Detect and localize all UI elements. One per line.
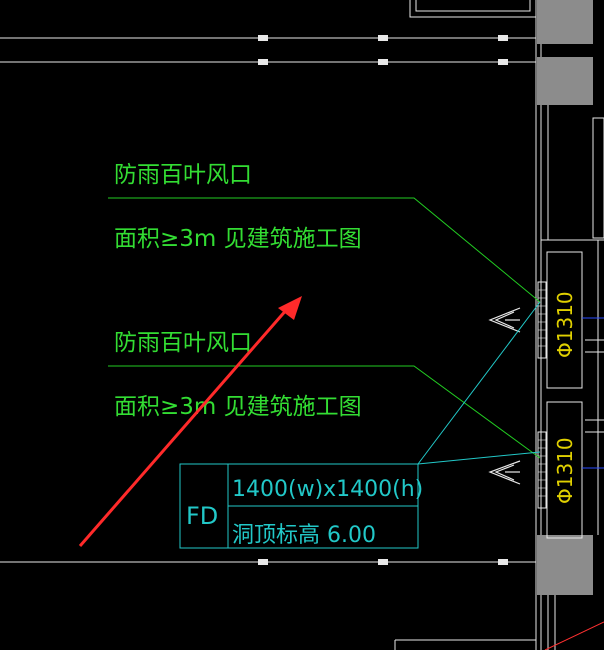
tag-leader-lower: [417, 451, 541, 465]
annotation-note-upper: 面积≥3m 见建筑施工图: [114, 226, 362, 252]
louver-frame-upper: [537, 281, 547, 359]
damper-elevation: 洞顶标高 6.00: [232, 523, 376, 548]
duct-boxes: [537, 251, 583, 539]
annotation-note-lower: 面积≥3m 见建筑施工图: [114, 394, 362, 420]
annotations: 防雨百叶风口 面积≥3m 见建筑施工图 防雨百叶风口 面积≥3m 见建筑施工图: [114, 162, 362, 420]
red-section-line: [544, 621, 604, 650]
grid-dashes: [258, 35, 508, 565]
leader-line-lower: [108, 365, 541, 459]
column-upper: [537, 57, 593, 105]
blue-duct-lines: [582, 317, 604, 469]
column-top: [537, 0, 593, 44]
right-wall-grid: [541, 117, 604, 535]
column-lower: [537, 535, 593, 595]
damper-tag: [179, 301, 541, 549]
duct-box-lower: [546, 401, 583, 539]
damper-type: FD: [186, 502, 218, 530]
duct-label-lower: Φ1310: [553, 437, 577, 504]
louver-hatch: [538, 289, 546, 497]
markup-arrow: [78, 296, 302, 547]
duct-label-upper: Φ1310: [553, 291, 577, 358]
tag-leader-upper: [417, 301, 541, 465]
louver-frame-lower: [537, 431, 547, 509]
annotation-title-upper: 防雨百叶风口: [114, 162, 252, 188]
duct-box-upper: [546, 251, 583, 389]
leader-line-upper: [108, 197, 541, 303]
duct-labels: Φ1310 Φ1310: [553, 291, 577, 504]
annotation-title-lower: 防雨百叶风口: [114, 330, 252, 356]
damper-size: 1400(w)x1400(h): [232, 477, 423, 502]
airflow-icon-upper: [488, 307, 521, 333]
damper-tag-text: FD 1400(w)x1400(h) 洞顶标高 6.00: [186, 477, 423, 548]
leader-lines: [108, 197, 541, 459]
airflow-icon-lower: [488, 460, 521, 485]
